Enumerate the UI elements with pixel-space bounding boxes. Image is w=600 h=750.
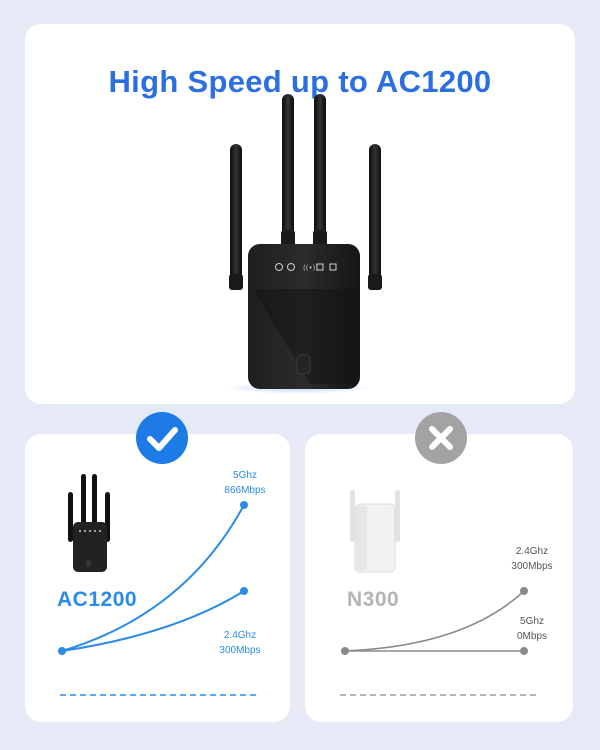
ac1200-24ghz-speed: 2.4Ghz 300Mbps [219,630,261,656]
curve-origin-point [58,647,66,655]
close-icon [429,426,453,450]
24ghz-endpoint [520,587,528,595]
n300-speed-curves [340,587,540,696]
curve-origin-point [341,647,349,655]
ac1200-extender-image [68,474,110,572]
n300-24ghz-speed: 2.4Ghz 300Mbps [511,546,553,572]
24ghz-endpoint [240,587,248,595]
ac1200-model-label: AC1200 [57,588,138,611]
hero-card: High Speed up to AC1200 [25,24,575,404]
ac1200-speed-curves [58,501,257,696]
ac1200-5ghz-speed: 5Ghz 866Mbps [224,470,266,496]
headline: High Speed up to AC1200 [108,64,492,99]
check-badge [136,412,188,464]
svg-text:((•)): ((•)) [303,264,318,272]
n300-comparison-card: N300 2.4Ghz 300Mbps 5Ghz 0Mbps [305,434,573,722]
n300-extender-image [350,490,400,573]
x-badge [415,412,467,464]
check-icon [147,427,178,451]
n300-5ghz-speed: 5Ghz 0Mbps [516,616,547,642]
n300-model-label: N300 [347,588,400,611]
ac1200-comparison-card: AC1200 5Ghz 866Mbps 2.4Ghz 300Mbps [25,434,290,722]
5ghz-endpoint [240,501,248,509]
5ghz-endpoint [520,647,528,655]
extender-product-image: ((•)) [225,94,382,394]
